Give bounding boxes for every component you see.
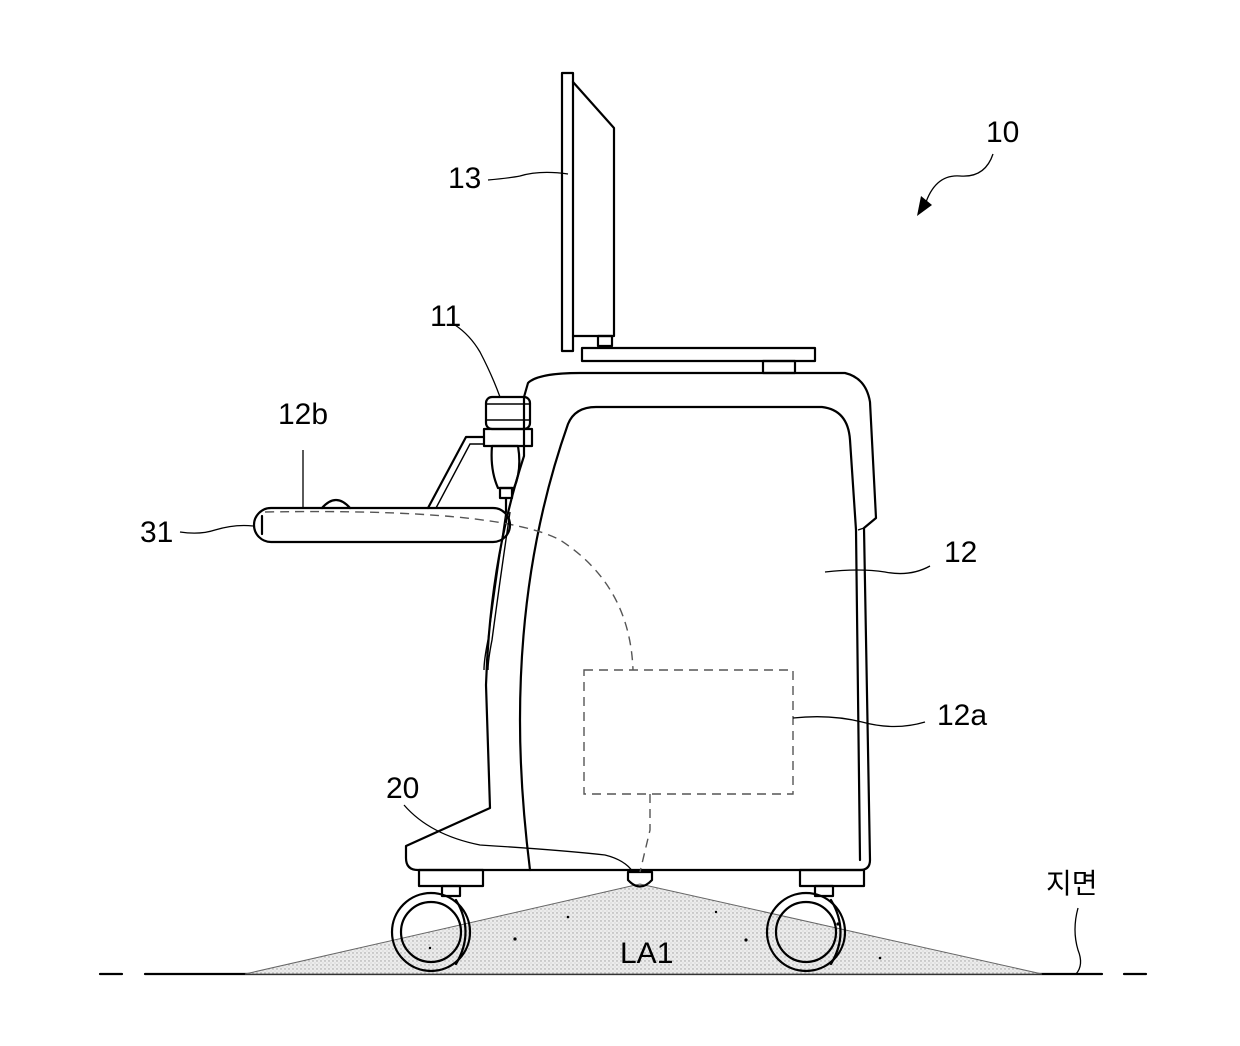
internal-module <box>584 670 793 794</box>
module-to-sensor-link <box>640 794 650 872</box>
label-probe: 11 <box>430 300 461 333</box>
monitor <box>562 73 815 373</box>
label-module: 12a <box>937 699 987 732</box>
label-tip: 31 <box>140 516 173 549</box>
probe-cable <box>484 512 506 670</box>
label-area: LA1 <box>620 937 673 970</box>
label-ground: 지면 <box>1046 867 1098 900</box>
tip-to-module-link <box>265 512 633 670</box>
label-display: 13 <box>448 162 481 195</box>
arm <box>254 437 510 542</box>
label-arm: 12b <box>278 398 328 431</box>
label-sensor: 20 <box>386 772 419 805</box>
label-body: 12 <box>944 536 977 569</box>
label-device: 10 <box>986 116 1019 149</box>
cart-body <box>406 373 876 870</box>
